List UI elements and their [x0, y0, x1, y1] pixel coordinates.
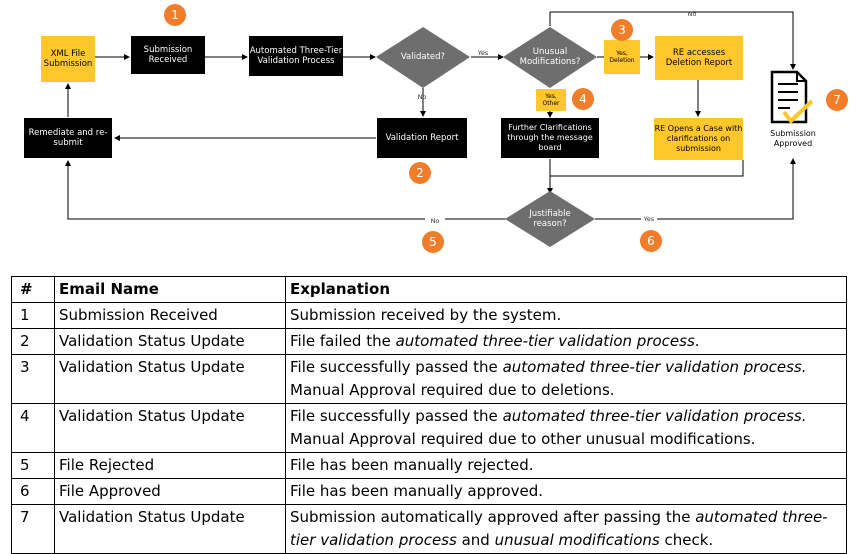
header-explanation: Explanation: [285, 276, 847, 303]
explanation-part: Manual Approval required due to deletion…: [290, 381, 615, 399]
xml-file-submission-box: XML File Submission: [41, 36, 95, 82]
row-number: 5: [11, 452, 55, 479]
re-opens-case-box: RE Opens a Case with clarifications on s…: [654, 118, 743, 160]
step-badge-7: 7: [826, 89, 848, 111]
row-email-name: Validation Status Update: [54, 328, 286, 355]
explanation-part: automated three-tier validation process: [395, 332, 695, 350]
submission-approved-label: Submission Approved: [770, 129, 816, 148]
justifiable-yes-label: Yes: [641, 216, 657, 223]
row-email-name: Validation Status Update: [54, 403, 286, 453]
explanation-part: File successfully passed the: [290, 358, 503, 376]
remediate-box: Remediate and re-submit: [24, 118, 112, 158]
step-badge-2: 2: [409, 162, 431, 184]
row-email-name: Submission Received: [54, 302, 286, 329]
row-explanation: File successfully passed the automated t…: [285, 354, 847, 404]
validated-decision-label: Validated?: [400, 52, 446, 62]
explanation-part: File has been manually rejected.: [290, 456, 534, 474]
row-email-name: Validation Status Update: [54, 354, 286, 404]
table-header-row: # Email Name Explanation: [11, 276, 847, 303]
further-clarifications-box: Further Clarifications through the messa…: [501, 118, 599, 158]
row-explanation: File successfully passed the automated t…: [285, 403, 847, 453]
explanation-part: File successfully passed the: [290, 407, 503, 425]
row-email-name: File Rejected: [54, 452, 286, 479]
justifiable-decision-label: Justifiable reason?: [529, 209, 571, 229]
yes-other-tag: Yes, Other: [536, 89, 566, 111]
validated-decision-shape: [376, 27, 470, 88]
explanation-part: File has been manually approved.: [290, 482, 544, 500]
unusual-decision-label: Unusual Modifications?: [519, 47, 581, 67]
row-explanation: File has been manually approved.: [285, 478, 847, 505]
row-email-name: Validation Status Update: [54, 504, 286, 554]
justifiable-decision-shape: [505, 191, 595, 247]
row-number: 6: [11, 478, 55, 505]
justifiable-no-label: No: [425, 218, 445, 225]
step-badge-5: 5: [422, 231, 444, 253]
validated-yes-label: Yes: [477, 49, 489, 57]
explanation-part: and: [456, 531, 495, 549]
row-number: 4: [11, 403, 55, 453]
unusual-no-label: No: [687, 10, 697, 18]
header-email-name: Email Name: [54, 276, 286, 303]
explanation-part: automated three-tier validation process.: [502, 407, 807, 425]
step-badge-3: 3: [611, 19, 633, 41]
document-checkmark-icon: [770, 70, 814, 124]
explanation-part: automated three-tier validation process: [290, 508, 828, 549]
header-number: #: [11, 276, 55, 303]
validated-no-label: No: [417, 93, 427, 101]
step-badge-4: 4: [572, 88, 594, 110]
row-explanation: Submission automatically approved after …: [285, 504, 847, 554]
step-badge-1: 1: [164, 4, 186, 26]
row-explanation: File has been manually rejected.: [285, 452, 847, 479]
row-explanation: File failed the automated three-tier val…: [285, 328, 847, 355]
explanation-part: Manual Approval required due to other un…: [290, 430, 756, 448]
explanation-part: File failed the: [290, 332, 396, 350]
explanation-part: check.: [659, 531, 714, 549]
workflow-diagram: XML File Submission Submission Received …: [0, 0, 859, 262]
automated-validation-box: Automated Three-Tier Validation Process: [249, 36, 343, 76]
explanation-part: Submission automatically approved after …: [290, 508, 696, 526]
explanation-part: .: [694, 332, 700, 350]
explanation-part: Submission received by the system.: [290, 306, 562, 324]
yes-deletion-tag: Yes, Deletion: [604, 40, 640, 74]
row-number: 7: [11, 504, 55, 554]
explanation-part: unusual modifications: [494, 531, 660, 549]
connector-lines: [65, 11, 814, 247]
row-number: 1: [11, 302, 55, 329]
row-number: 3: [11, 354, 55, 404]
submission-received-box: Submission Received: [131, 36, 205, 74]
validation-report-box: Validation Report: [377, 118, 467, 158]
row-explanation: Submission received by the system.: [285, 302, 847, 329]
re-accesses-report-box: RE accesses Deletion Report: [655, 36, 743, 80]
step-badge-6: 6: [640, 230, 662, 252]
row-number: 2: [11, 328, 55, 355]
unusual-decision-shape: [503, 27, 597, 88]
row-email-name: File Approved: [54, 478, 286, 505]
explanation-part: automated three-tier validation process.: [502, 358, 807, 376]
